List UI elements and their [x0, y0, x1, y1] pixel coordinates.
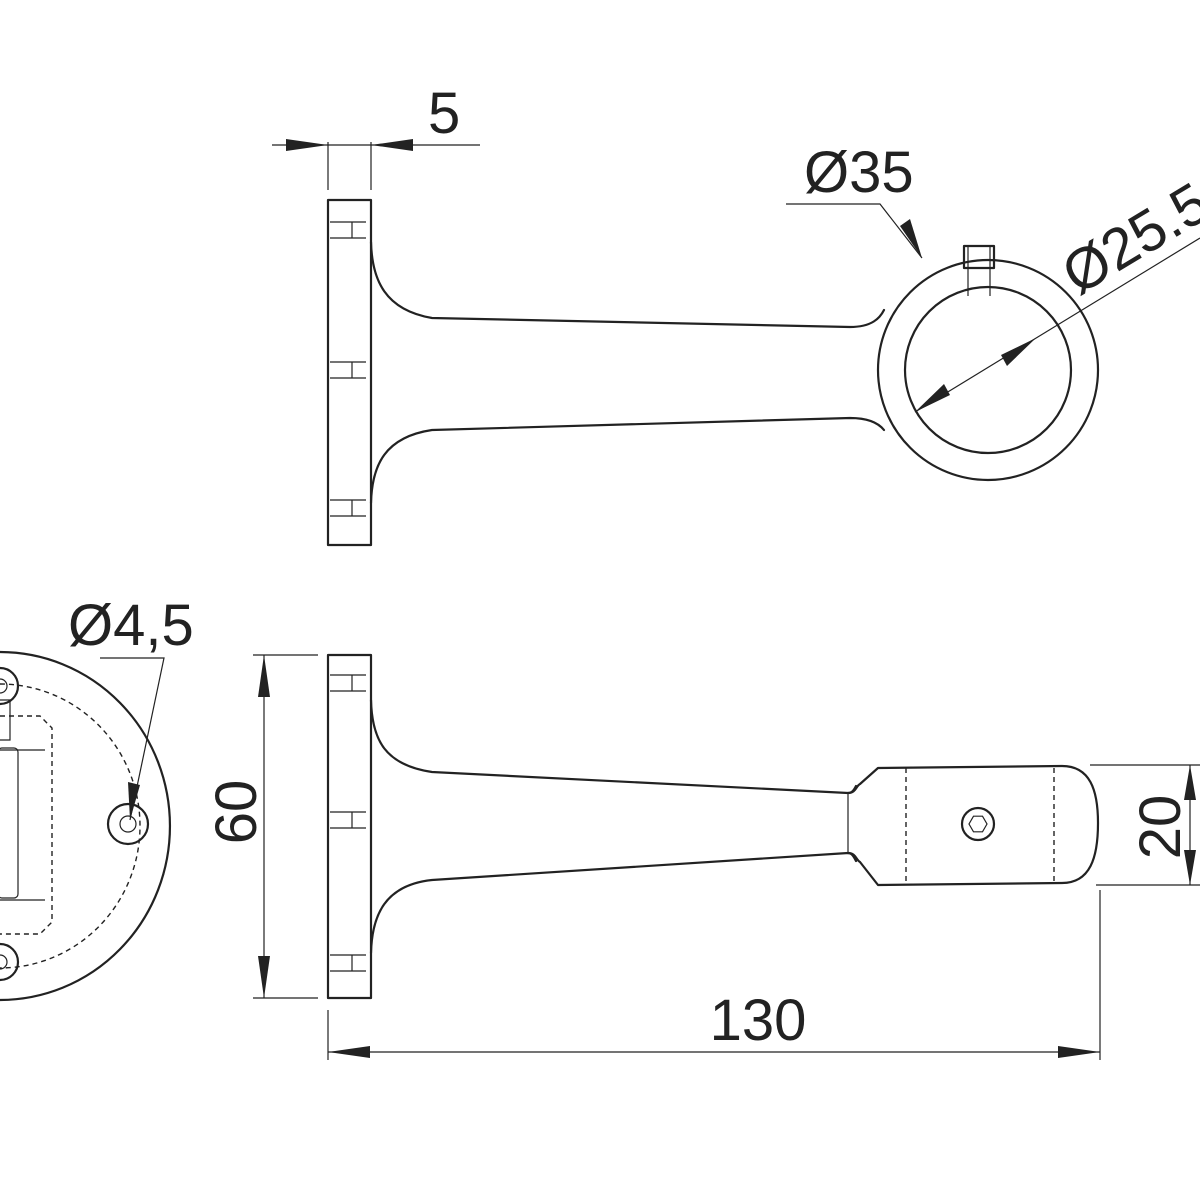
- ring-set-screw: [962, 244, 996, 296]
- dim-flange-thickness: 5: [272, 81, 480, 190]
- bottom-arm-upper: [369, 698, 858, 795]
- flange-face-screw-hole-bottom: [0, 942, 20, 982]
- top-flange-plate: [326, 198, 373, 547]
- dim-clamp-width: 20: [1090, 764, 1200, 886]
- bottom-flange-plate: [326, 653, 373, 1000]
- ring-outer: [876, 258, 1100, 482]
- top-arm-upper: [369, 240, 886, 329]
- bottom-view: [326, 653, 1100, 1000]
- ring-inner: [903, 285, 1073, 455]
- clamp-body: [846, 764, 1100, 887]
- bottom-arm-lower: [369, 851, 858, 955]
- dim-flange-height: 60: [204, 654, 318, 999]
- dim-screw-hole-label: Ø4,5: [68, 593, 194, 658]
- dim-total-length-label: 130: [710, 988, 807, 1053]
- bottom-flange-hidden-holes: [330, 674, 366, 972]
- dim-ring-outer: Ø35: [786, 140, 923, 259]
- top-view: [326, 198, 1100, 547]
- dim-total-length: 130: [327, 890, 1101, 1060]
- dim-flange-height-label: 60: [204, 780, 269, 845]
- flange-face-screw-hole-right: [106, 802, 150, 846]
- flange-face-hidden-profile: [0, 715, 53, 935]
- dim-screw-hole: Ø4,5: [68, 593, 194, 821]
- dim-ring-inner-label: Ø25.5: [1051, 170, 1200, 307]
- flange-face-screw-hole-top: [0, 666, 20, 706]
- dim-ring-outer-label: Ø35: [804, 140, 914, 205]
- clamp-hidden-lines: [905, 768, 1055, 884]
- flange-face-bolt-circle: [0, 683, 141, 969]
- dim-flange-thickness-label: 5: [428, 81, 460, 146]
- clamp-hex-screw: [960, 806, 996, 842]
- flange-face-view: [0, 650, 172, 1002]
- flange-face-outline: [0, 650, 172, 1002]
- top-flange-hidden-holes: [330, 221, 366, 517]
- top-arm-lower: [369, 416, 886, 505]
- dim-ring-inner: Ø25.5: [914, 170, 1200, 413]
- dim-clamp-width-label: 20: [1128, 795, 1193, 860]
